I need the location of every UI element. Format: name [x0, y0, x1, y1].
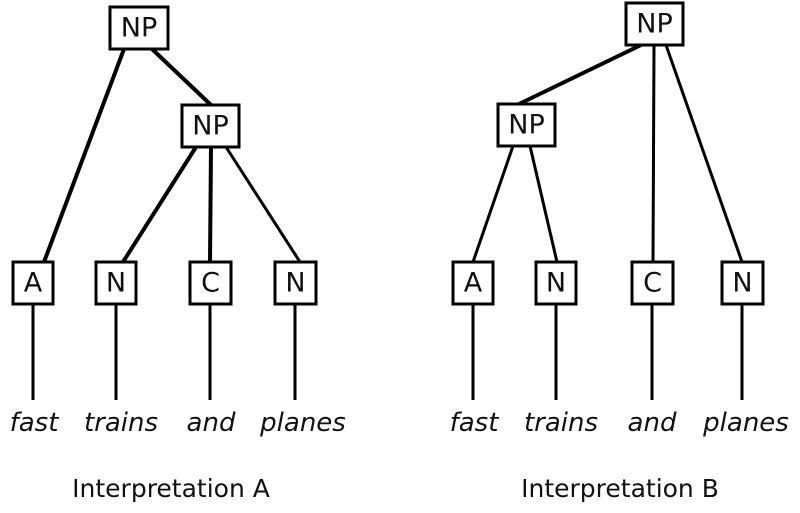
node-a-leaf-n1[interactable]: N: [94, 260, 138, 306]
node-label-b-leaf-c: C: [643, 268, 662, 299]
node-box-a-inner-np: [180, 103, 241, 149]
node-label-b-leaf-n2: N: [732, 268, 752, 299]
node-label-a-leaf-a: A: [24, 268, 43, 299]
node-b-inner-np[interactable]: NP: [496, 102, 557, 148]
tree-edge-b-edge-np-to-n1: [528, 145, 559, 263]
node-label-b-leaf-a: A: [464, 268, 483, 299]
tree-edge-b-edge-root-to-c: [651, 44, 656, 263]
node-box-a-leaf-a: [11, 260, 55, 306]
word-a-word-fast: fast: [10, 408, 60, 438]
node-b-root-np[interactable]: NP: [624, 1, 685, 47]
node-a-root-np[interactable]: NP: [108, 5, 170, 51]
node-box-b-leaf-n2: [720, 260, 765, 306]
word-b-word-fast: fast: [450, 408, 500, 438]
word-b-word-trains: trains: [524, 408, 598, 438]
node-label-a-root-np: NP: [121, 13, 157, 44]
word-b-word-planes: planes: [702, 408, 789, 438]
node-label-a-leaf-n1: N: [106, 268, 126, 299]
word-a-word-and: and: [187, 408, 236, 438]
tree-edge-b-edge-np-to-a: [471, 145, 515, 263]
tree-edge-a-edge-np-to-n2: [224, 146, 302, 263]
node-box-a-root-np: [108, 5, 170, 51]
word-a-word-trains: trains: [84, 408, 158, 438]
node-box-b-leaf-a: [451, 260, 495, 306]
node-label-b-leaf-n1: N: [546, 268, 566, 299]
node-a-inner-np[interactable]: NP: [180, 103, 241, 149]
node-b-leaf-c[interactable]: C: [630, 260, 675, 306]
caption-interpretation-b: Interpretation B: [521, 474, 719, 503]
node-a-leaf-n2[interactable]: N: [273, 260, 318, 306]
node-box-a-leaf-c: [188, 260, 233, 306]
tree-edge-a-edge-np-to-n1: [121, 145, 198, 264]
node-b-leaf-n2[interactable]: N: [720, 260, 765, 306]
node-box-b-leaf-n1: [534, 260, 578, 306]
node-label-b-inner-np: NP: [508, 110, 544, 141]
node-box-b-inner-np: [496, 102, 557, 148]
word-a-word-planes: planes: [259, 408, 346, 438]
node-box-b-root-np: [624, 1, 685, 47]
tree-edge-a-edge-np-to-c: [208, 146, 213, 263]
caption-interpretation-a: Interpretation A: [72, 474, 270, 503]
node-box-a-leaf-n1: [94, 260, 138, 306]
node-label-a-leaf-n2: N: [285, 268, 305, 299]
node-box-a-leaf-n2: [273, 260, 318, 306]
tree-edge-b-edge-root-to-np: [518, 43, 642, 106]
node-label-b-root-np: NP: [636, 9, 672, 40]
node-label-a-inner-np: NP: [192, 111, 228, 142]
word-b-word-and: and: [628, 408, 677, 438]
node-label-a-leaf-c: C: [201, 268, 220, 299]
tree-edge-a-edge-root-to-np: [150, 47, 213, 107]
node-box-b-leaf-c: [630, 260, 675, 306]
tree-edge-b-edge-root-to-n2: [664, 44, 744, 263]
node-a-leaf-a[interactable]: A: [11, 260, 55, 306]
node-a-leaf-c[interactable]: C: [188, 260, 233, 306]
tree-edge-a-edge-root-to-a: [42, 48, 126, 263]
node-b-leaf-a[interactable]: A: [451, 260, 495, 306]
node-b-leaf-n1[interactable]: N: [534, 260, 578, 306]
